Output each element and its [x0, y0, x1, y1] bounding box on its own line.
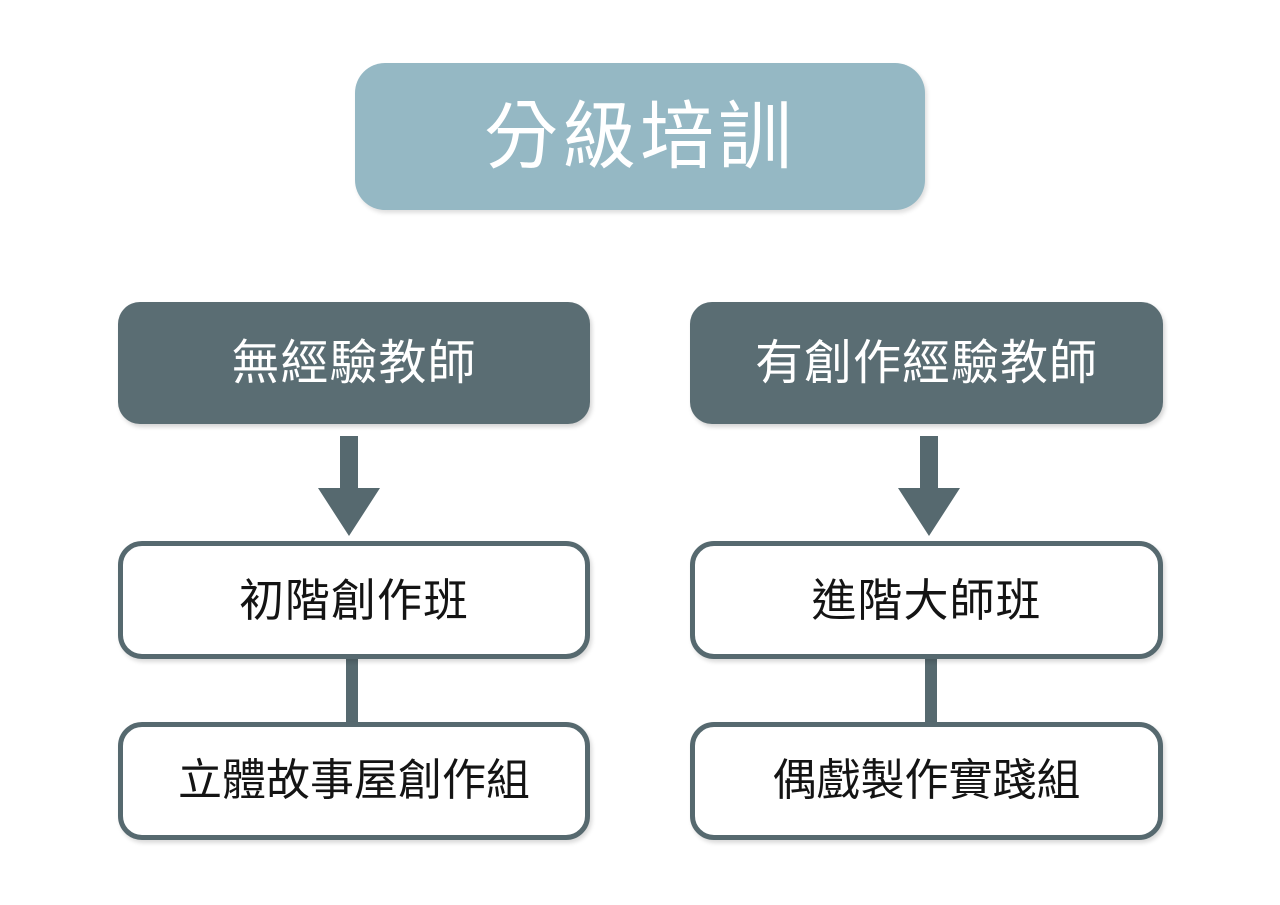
- connector-line-left: [346, 652, 358, 728]
- diagram-title-box: 分級培訓: [355, 63, 925, 210]
- track-header-has-experience[interactable]: 有創作經驗教師: [690, 302, 1163, 424]
- group-box-puppet-theatre[interactable]: 偶戲製作實踐組: [690, 722, 1163, 840]
- course-box-beginner[interactable]: 初階創作班: [118, 541, 590, 659]
- track-header-no-experience[interactable]: 無經驗教師: [118, 302, 590, 424]
- track-header-label: 無經驗教師: [231, 335, 477, 391]
- track-header-label: 有創作經驗教師: [754, 335, 1098, 391]
- course-box-label: 進階大師班: [811, 573, 1042, 627]
- course-box-master[interactable]: 進階大師班: [690, 541, 1163, 659]
- group-box-label: 偶戲製作實踐組: [772, 755, 1081, 806]
- course-box-label: 初階創作班: [238, 573, 469, 627]
- connector-line-right: [925, 652, 937, 728]
- group-box-story-house[interactable]: 立體故事屋創作組: [118, 722, 590, 840]
- down-arrow-icon-left: [318, 436, 380, 536]
- group-box-label: 立體故事屋創作組: [178, 755, 530, 806]
- diagram-title-text: 分級培訓: [484, 93, 796, 180]
- down-arrow-icon-right: [898, 436, 960, 536]
